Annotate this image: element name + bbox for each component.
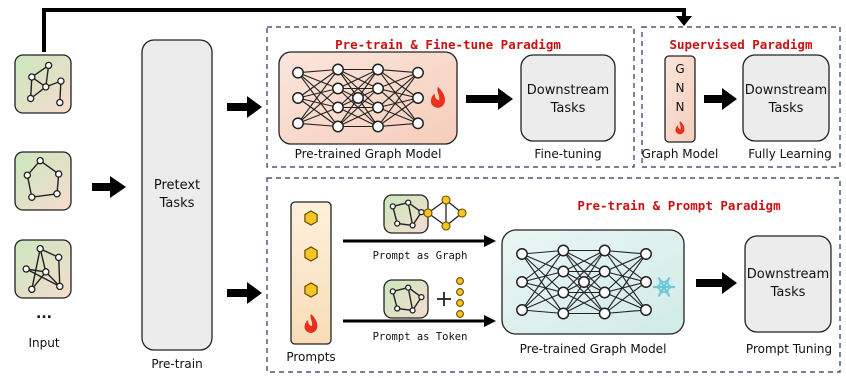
prompt-token-nodes (304, 210, 318, 298)
snowflake-icon (652, 277, 676, 297)
pretext-line-2: Tasks (159, 196, 195, 211)
prompt-token-arrow (343, 315, 496, 327)
frozen-model-to-downstream-arrow (696, 272, 737, 294)
prompt-as-token-label: Prompt as Token (372, 331, 468, 343)
downstream-line-1: Downstream (526, 83, 610, 98)
pretext-line-1: Pretext (153, 178, 201, 193)
prompt-as-token-icon (383, 277, 464, 319)
downstream-line-2: Tasks (770, 285, 806, 300)
pretext-tasks-label: Pretext Tasks (142, 170, 212, 220)
gnn-letter-g: G (675, 62, 685, 76)
pretrain-label: Pre-train (151, 357, 203, 371)
flame-icon (430, 87, 446, 108)
fine-tuning-label: Fine-tuning (534, 147, 602, 161)
flame-icon (675, 121, 685, 135)
prompt-paradigm-title: Pre-train & Prompt Paradigm (577, 198, 781, 213)
input-graph-1 (14, 54, 72, 114)
prompt-paradigm-frame (266, 177, 841, 373)
top-connector-arrow (42, 8, 692, 52)
pretrain-to-prompt-arrow (227, 282, 262, 304)
downstream-tasks-supervised (742, 54, 830, 142)
pretext-tasks-box (141, 39, 213, 351)
prompt-token-base (383, 279, 429, 319)
neural-network-icon (292, 63, 424, 133)
supervised-paradigm-frame (641, 26, 841, 168)
downstream-tasks-finetune (520, 54, 616, 142)
input-graph-2 (14, 151, 72, 211)
downstream-finetune-label: Downstream Tasks (521, 80, 615, 120)
downstream-supervised-label: Downstream Tasks (743, 80, 829, 120)
prompt-graph-base (383, 194, 429, 234)
downstream-line-1: Downstream (744, 83, 828, 98)
downstream-tasks-prompt (744, 235, 832, 333)
pretrained-model-top-label: Pre-trained Graph Model (294, 147, 442, 161)
input-graphs (14, 54, 72, 299)
neural-network-icon (516, 244, 652, 320)
gnn-letter-n2: N (675, 100, 685, 114)
downstream-line-2: Tasks (768, 101, 804, 116)
gnn-letter-n1: N (675, 81, 685, 95)
prompt-tuning-label: Prompt Tuning (745, 342, 833, 356)
model-to-downstream-arrow (466, 88, 513, 110)
finetune-paradigm-title: Pre-train & Fine-tune Paradigm (335, 37, 561, 52)
pretrain-to-finetune-arrow (227, 96, 262, 118)
finetune-paradigm-frame (266, 26, 635, 168)
prompt-as-graph-label: Prompt as Graph (372, 250, 468, 262)
prompts-column (290, 201, 332, 345)
input-graph-3 (14, 239, 72, 299)
input-label: Input (28, 336, 60, 350)
input-ellipsis: ... (36, 306, 52, 322)
input-to-pretrain-arrow (92, 176, 126, 198)
downstream-line-2: Tasks (550, 101, 586, 116)
gnn-box (664, 55, 696, 143)
fully-learning-label: Fully Learning (748, 147, 832, 161)
downstream-line-1: Downstream (746, 267, 830, 282)
prompt-graph-arrow (343, 235, 496, 247)
graph-model-label: Graph Model (641, 147, 719, 161)
supervised-paradigm-title: Supervised Paradigm (669, 37, 813, 52)
pretrained-model-bottom-label: Pre-trained Graph Model (519, 342, 667, 356)
pretrained-model-frozen (501, 229, 685, 335)
prompts-label: Prompts (286, 350, 336, 364)
downstream-prompt-label: Downstream Tasks (745, 264, 831, 304)
gnn-to-downstream-arrow (704, 88, 737, 110)
prompt-as-graph-icon (383, 194, 467, 234)
flame-icon (304, 314, 318, 333)
